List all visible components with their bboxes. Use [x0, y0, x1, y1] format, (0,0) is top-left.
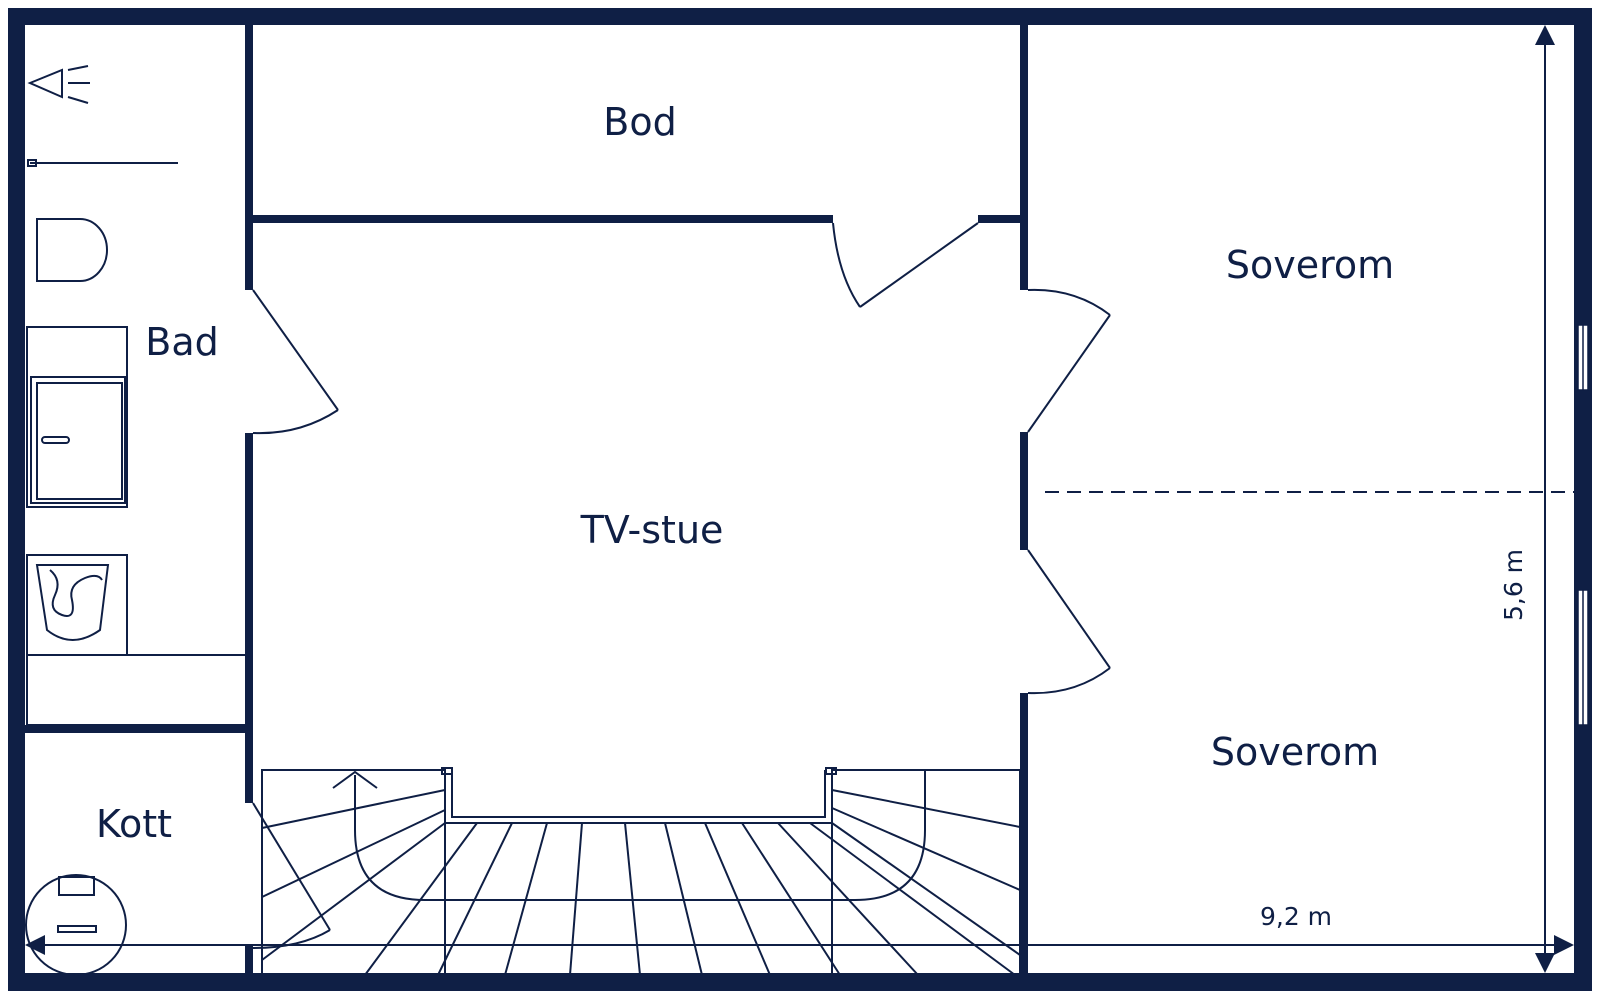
sink-icon	[26, 326, 128, 508]
dimension-lines	[25, 25, 1574, 973]
dimension-width-label: 9,2 m	[1260, 902, 1332, 931]
bathtub-icon	[26, 554, 128, 656]
water-heater-icon	[25, 874, 127, 976]
dimension-height-label: 5,6 m	[1499, 549, 1528, 621]
room-label-soverom-top: Soverom	[1226, 243, 1394, 287]
outer-walls	[8, 8, 1592, 991]
doors	[252, 222, 1111, 949]
room-label-soverom-bottom: Soverom	[1211, 730, 1379, 774]
shower-icon	[27, 65, 90, 104]
room-label-tv-stue: TV-stue	[580, 508, 724, 552]
room-label-kott: Kott	[96, 802, 172, 846]
room-label-bod: Bod	[603, 100, 676, 144]
windows	[1577, 324, 1589, 726]
bathroom-fixtures	[26, 65, 250, 726]
toilet-icon	[36, 218, 108, 282]
staircase	[261, 767, 1021, 976]
interior-walls	[25, 25, 1028, 975]
room-label-bad: Bad	[145, 320, 218, 364]
